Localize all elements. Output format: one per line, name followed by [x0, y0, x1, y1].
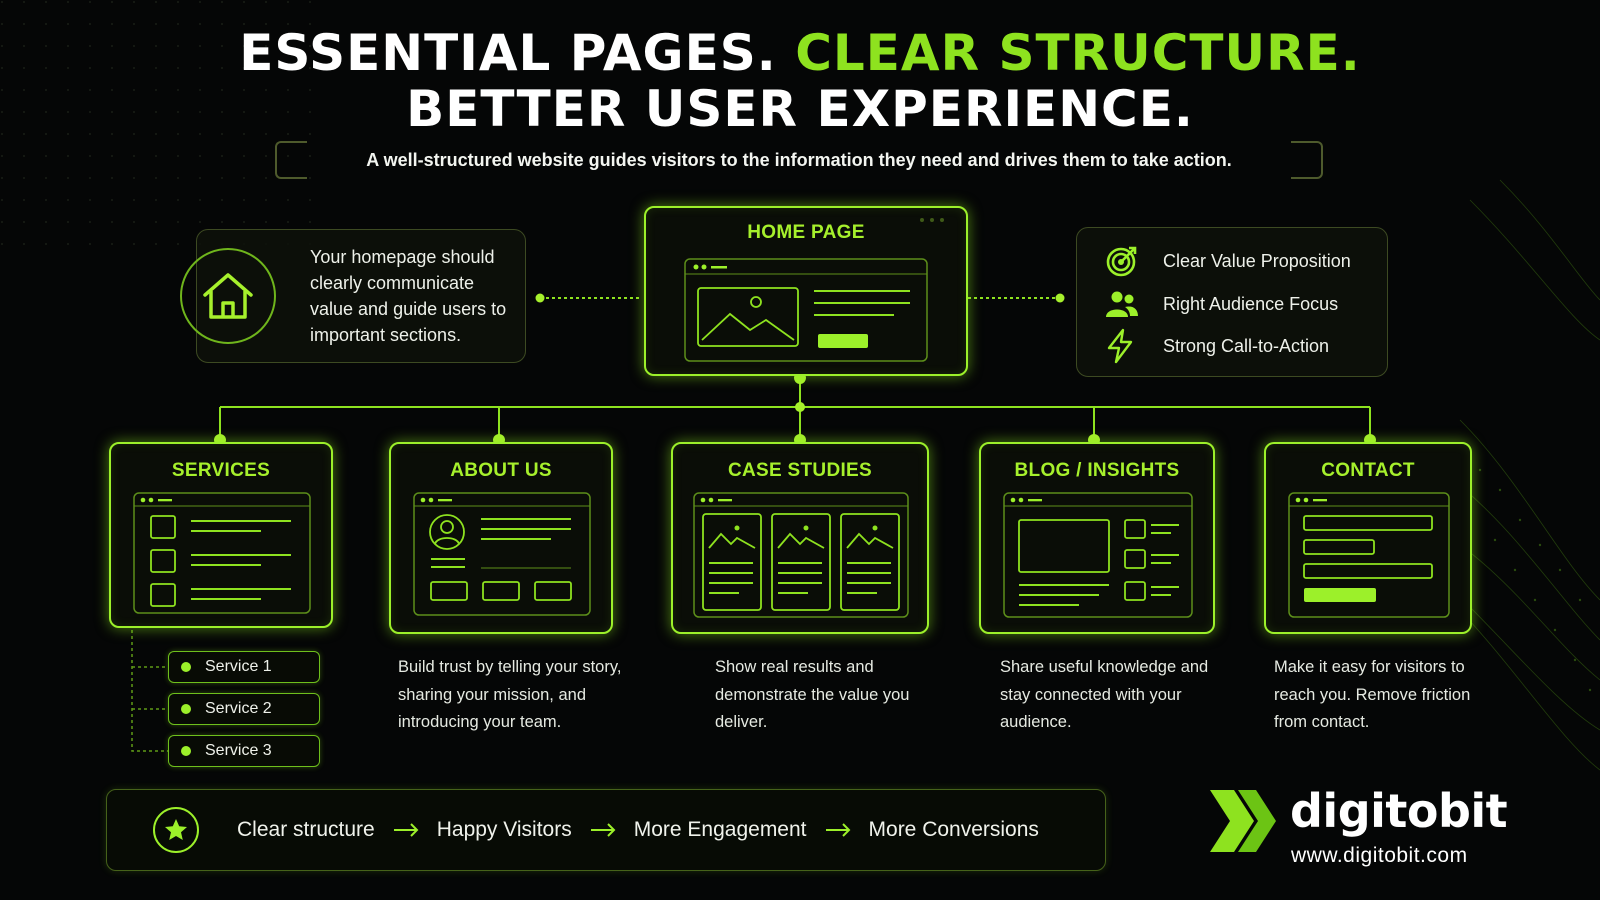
brand-block: digitobit www.digitobit.com: [1208, 782, 1508, 882]
case-studies-card[interactable]: CASE STUDIES: [671, 442, 929, 634]
home-page-card[interactable]: HOME PAGE: [644, 206, 968, 376]
feature-call-to-action: Strong Call-to-Action: [1105, 328, 1330, 364]
subtitle: A well-structured website guides visitor…: [366, 149, 1232, 170]
about-us-card[interactable]: ABOUT US: [389, 442, 613, 634]
headline-line-2: BETTER USER EXPERIENCE.: [406, 80, 1194, 138]
bullet-dot: [181, 746, 191, 756]
feature-label: Clear Value Proposition: [1163, 250, 1351, 271]
contact-wireframe: [1288, 492, 1450, 618]
contact-description: Make it easy for visitors to reach you. …: [1274, 658, 1471, 731]
homepage-wireframe: [684, 258, 928, 362]
headline-white: ESSENTIAL PAGES.: [239, 24, 777, 82]
homepage-intro-box: [196, 229, 526, 363]
contact-card[interactable]: CONTACT: [1264, 442, 1472, 634]
bullet-dot: [181, 704, 191, 714]
target-icon: [1105, 245, 1143, 277]
arrow-right-icon: [825, 823, 850, 837]
services-title: SERVICES: [171, 460, 271, 481]
services-card[interactable]: SERVICES: [109, 442, 333, 628]
star-icon: [153, 807, 199, 853]
users-icon: [1105, 288, 1143, 320]
feature-value-proposition: Clear Value Proposition: [1105, 245, 1351, 277]
bullet-dot: [181, 662, 191, 672]
home-icon: [180, 248, 276, 344]
case-studies-description: Show real results and demonstrate the va…: [715, 658, 910, 731]
case-studies-title: CASE STUDIES: [727, 460, 872, 481]
blog-insights-title: BLOG / INSIGHTS: [1014, 460, 1180, 481]
arrow-right-icon: [590, 823, 616, 837]
headline-green: CLEAR STRUCTURE.: [795, 24, 1361, 82]
service-label: Service 1: [205, 658, 272, 675]
blog-description: Share useful knowledge and stay connecte…: [1000, 658, 1209, 731]
about-us-description: Build trust by telling your story, shari…: [398, 658, 622, 731]
subtitle-box: A well-structured website guides visitor…: [275, 141, 1323, 179]
flow-step-3: More Engagement: [633, 818, 807, 841]
homepage-intro-text: Your homepage should clearly communicate…: [310, 247, 507, 345]
case-studies-wireframe: [693, 492, 909, 618]
blog-insights-card[interactable]: BLOG / INSIGHTS: [979, 442, 1215, 634]
outcome-flow-bar: Clear structure Happy Visitors More Enga…: [106, 789, 1106, 871]
services-wireframe: [133, 492, 311, 614]
service-label: Service 3: [205, 742, 272, 759]
about-us-title: ABOUT US: [450, 460, 552, 481]
service-1-item[interactable]: Service 1: [168, 651, 320, 683]
service-label: Service 2: [205, 700, 272, 717]
contact-title: CONTACT: [1321, 460, 1415, 481]
arrow-right-icon: [393, 823, 419, 837]
feature-label: Strong Call-to-Action: [1163, 335, 1330, 356]
brand-url[interactable]: www.digitobit.com: [1291, 844, 1468, 867]
headline-line-1: ESSENTIAL PAGES. CLEAR STRUCTURE.: [0, 24, 1600, 82]
flow-step-1: Clear structure: [237, 818, 375, 841]
service-2-item[interactable]: Service 2: [168, 693, 320, 725]
about-us-wireframe: [413, 492, 591, 616]
feature-label: Right Audience Focus: [1163, 293, 1339, 314]
flow-step-2: Happy Visitors: [436, 818, 572, 841]
brand-name: digitobit: [1290, 784, 1508, 838]
service-3-item[interactable]: Service 3: [168, 735, 320, 767]
brand-logo-icon: [1210, 790, 1276, 852]
flow-steps: Clear structure Happy Visitors More Enga…: [237, 818, 1039, 842]
window-dots: [920, 218, 944, 222]
flow-step-4: More Conversions: [868, 818, 1039, 841]
lightning-icon: [1105, 328, 1143, 364]
home-page-title: HOME PAGE: [747, 222, 865, 243]
feature-audience-focus: Right Audience Focus: [1105, 288, 1338, 320]
blog-wireframe: [1003, 492, 1193, 618]
